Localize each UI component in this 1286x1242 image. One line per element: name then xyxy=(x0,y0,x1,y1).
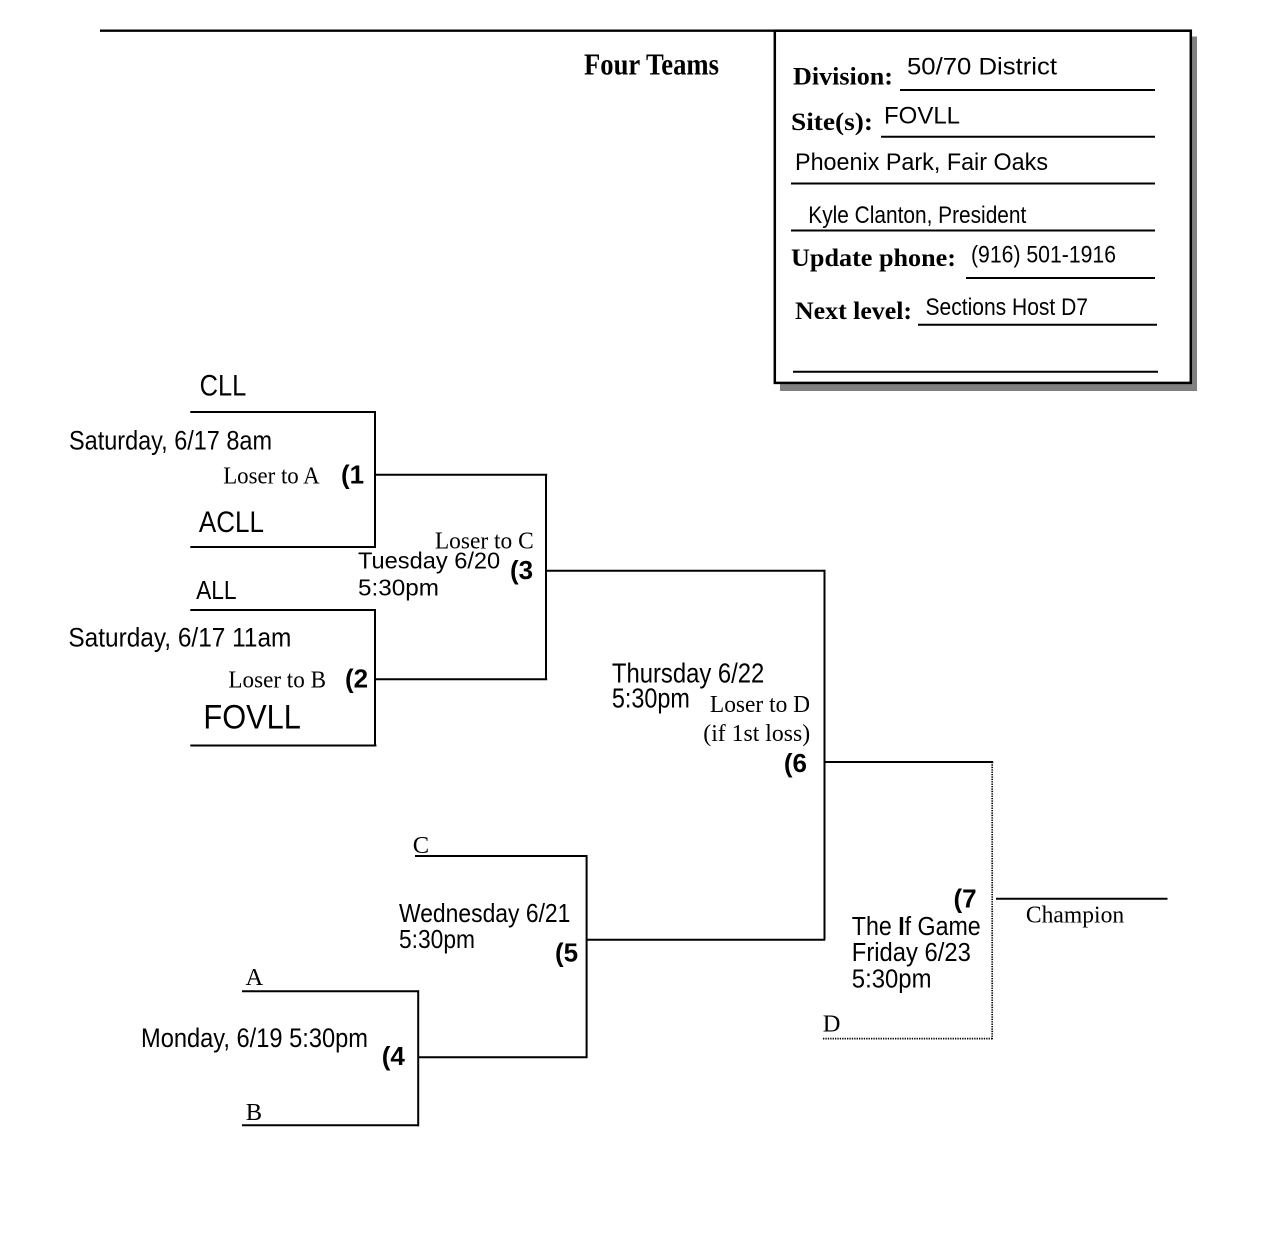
svg-text:ACLL: ACLL xyxy=(199,506,264,539)
svg-text:5:30pm: 5:30pm xyxy=(358,575,439,601)
svg-text:Four Teams: Four Teams xyxy=(584,47,719,82)
svg-text:5:30pm: 5:30pm xyxy=(399,924,475,954)
svg-text:Kyle Clanton, President: Kyle Clanton, President xyxy=(808,202,1026,229)
svg-text:(2: (2 xyxy=(345,663,368,693)
svg-text:Site(s):: Site(s): xyxy=(791,109,873,136)
svg-text:Sections Host D7: Sections Host D7 xyxy=(926,294,1089,321)
svg-text:Saturday, 6/17 11am: Saturday, 6/17 11am xyxy=(68,622,291,652)
svg-text:Champion: Champion xyxy=(1026,902,1124,929)
svg-text:C: C xyxy=(413,832,429,859)
svg-text:(6: (6 xyxy=(784,748,807,778)
svg-text:Loser to C: Loser to C xyxy=(435,528,534,555)
svg-text:Saturday, 6/17 8am: Saturday, 6/17 8am xyxy=(69,425,272,455)
svg-text:Update phone:: Update phone: xyxy=(791,245,956,272)
svg-text:FOVLL: FOVLL xyxy=(203,699,301,737)
svg-text:5:30pm: 5:30pm xyxy=(852,965,932,993)
svg-text:The If Game: The If Game xyxy=(852,913,981,941)
svg-text:Thursday 6/22: Thursday 6/22 xyxy=(612,657,764,688)
svg-text:5:30pm: 5:30pm xyxy=(612,682,690,713)
svg-text:(4: (4 xyxy=(382,1041,406,1071)
svg-text:50/70 District: 50/70 District xyxy=(907,54,1057,81)
svg-text:A: A xyxy=(246,964,264,991)
svg-text:(if 1st loss): (if 1st loss) xyxy=(703,720,810,747)
svg-text:Next level:: Next level: xyxy=(795,298,912,325)
svg-text:Wednesday 6/21: Wednesday 6/21 xyxy=(399,898,570,928)
svg-text:Division:: Division: xyxy=(793,63,893,90)
svg-text:ALL: ALL xyxy=(196,575,237,605)
svg-text:Tuesday 6/20: Tuesday 6/20 xyxy=(358,548,500,574)
svg-text:Phoenix Park, Fair Oaks: Phoenix Park, Fair Oaks xyxy=(795,149,1048,176)
svg-text:(916) 501-1916: (916) 501-1916 xyxy=(971,242,1116,269)
svg-text:CLL: CLL xyxy=(200,370,247,403)
svg-text:Friday 6/23: Friday 6/23 xyxy=(852,939,971,967)
svg-text:D: D xyxy=(823,1011,841,1038)
svg-text:(7: (7 xyxy=(954,884,977,914)
svg-text:B: B xyxy=(246,1099,262,1126)
svg-text:Loser to B: Loser to B xyxy=(228,667,326,694)
svg-text:Loser to D: Loser to D xyxy=(710,691,810,718)
svg-text:(5: (5 xyxy=(555,938,578,968)
svg-text:FOVLL: FOVLL xyxy=(884,103,960,130)
svg-text:Monday, 6/19 5:30pm: Monday, 6/19 5:30pm xyxy=(141,1023,368,1053)
svg-text:(3: (3 xyxy=(510,555,533,585)
svg-text:Loser to A: Loser to A xyxy=(223,462,320,489)
svg-text:(1: (1 xyxy=(341,460,364,490)
